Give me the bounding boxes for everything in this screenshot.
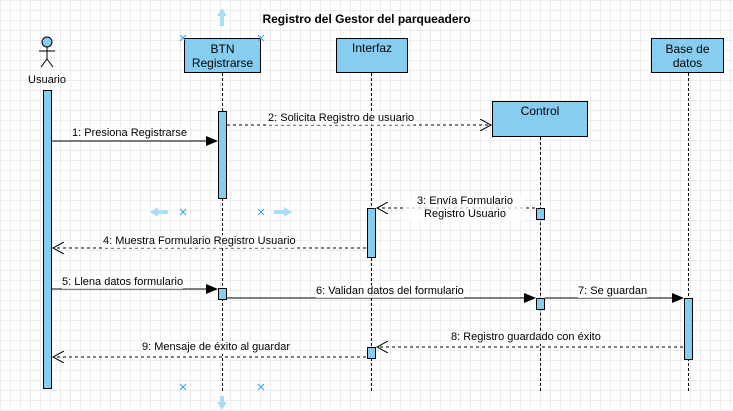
participant-interfaz[interactable]: Interfaz bbox=[336, 38, 408, 73]
participant-base-de-datos[interactable]: Base de datos bbox=[651, 38, 724, 73]
lifeline-db bbox=[688, 73, 689, 391]
message-label-5[interactable]: 5: Llena datos formulario bbox=[62, 276, 184, 289]
activation-control-2[interactable] bbox=[536, 298, 545, 310]
message-label-3[interactable]: 3: Envía Formulario Registro Usuario bbox=[405, 195, 525, 221]
activation-btn-2[interactable] bbox=[218, 288, 227, 300]
actor-label: Usuario bbox=[28, 74, 66, 86]
activation-interfaz-1[interactable] bbox=[367, 208, 376, 258]
activation-control-1[interactable] bbox=[536, 208, 545, 220]
lifeline-control bbox=[540, 137, 541, 391]
message-label-8[interactable]: 8: Registro guardado con éxito bbox=[451, 331, 601, 344]
participant-control[interactable]: Control bbox=[492, 101, 588, 137]
diagram-title: Registro del Gestor del parqueadero bbox=[262, 12, 471, 26]
message-label-2[interactable]: 2: Solicita Registro de usuario bbox=[268, 112, 415, 125]
activation-db[interactable] bbox=[684, 298, 693, 360]
activation-usuario[interactable] bbox=[43, 90, 52, 389]
message-label-6[interactable]: 6: Validan datos del formulario bbox=[316, 285, 464, 298]
activation-btn-1[interactable] bbox=[218, 111, 227, 199]
message-label-7[interactable]: 7: Se guardan bbox=[578, 285, 648, 298]
participant-btn-registrarse[interactable]: BTN Registrarse bbox=[184, 38, 261, 73]
message-label-9[interactable]: 9: Mensaje de éxito al guardar bbox=[142, 341, 290, 354]
lifeline-btn bbox=[222, 73, 223, 391]
activation-interfaz-2[interactable] bbox=[367, 347, 376, 359]
message-label-4[interactable]: 4: Muestra Formulario Registro Usuario bbox=[103, 235, 296, 248]
message-label-1[interactable]: 1: Presiona Registrarse bbox=[72, 127, 187, 140]
